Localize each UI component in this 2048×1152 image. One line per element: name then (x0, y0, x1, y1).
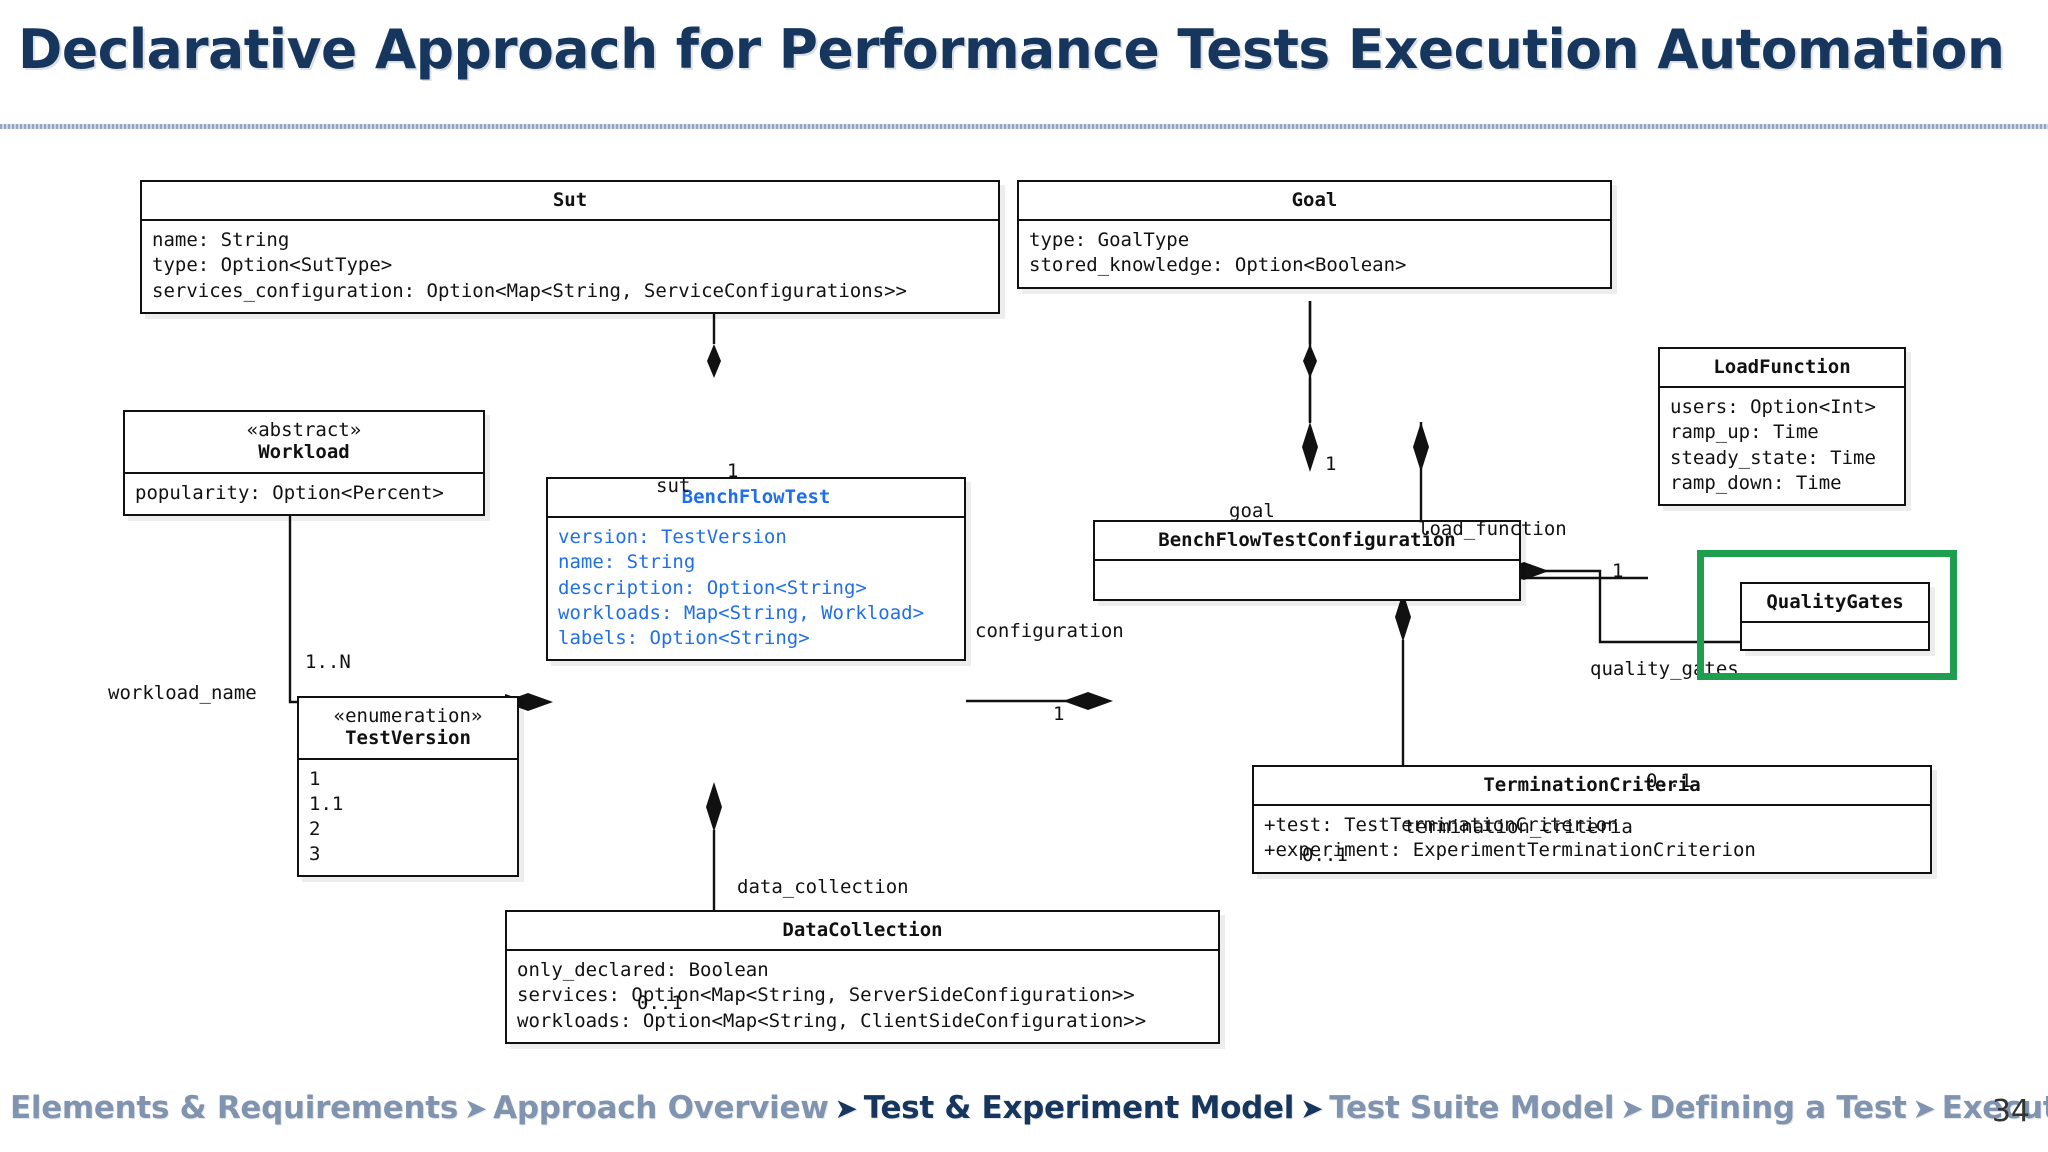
breadcrumb-separator: ➤ (1300, 1092, 1324, 1125)
class-attributes-terminationcriteria: +test: TestTerminationCriterion +experim… (1264, 814, 1756, 862)
edge-mult-quality-gates: 0..1 (1646, 770, 1692, 792)
class-box-terminationcriteria[interactable]: TerminationCriteria +test: TestTerminati… (1252, 765, 1932, 874)
title-divider (0, 124, 2048, 129)
class-attributes-sut: name: String type: Option<SutType> servi… (152, 229, 907, 302)
uml-class-diagram: BenchFlowTest (vertical, diamond at Benc… (0, 130, 2048, 1080)
class-title-workload: Workload (258, 441, 350, 464)
class-box-sut[interactable]: Sut name: String type: Option<SutType> s… (140, 180, 1000, 314)
class-name-qualitygates: QualityGates (1742, 584, 1928, 624)
edge-mult-configuration: 1 (1053, 703, 1065, 725)
breadcrumb-item[interactable]: Defining a Test (1649, 1090, 1907, 1126)
edge-mult-termination-criteria: 0..1 (1302, 844, 1348, 866)
class-attributes-loadfunction: users: Option<Int> ramp_up: Time steady_… (1670, 396, 1876, 494)
class-name-sut: Sut (142, 182, 998, 222)
page-title: Declarative Approach for Performance Tes… (18, 18, 2005, 81)
stereotype-enumeration: «enumeration» (333, 705, 483, 727)
class-name-datacollection: DataCollection (507, 912, 1218, 952)
footer: Elements & Requirements➤Approach Overvie… (0, 1090, 2048, 1152)
breadcrumb-separator: ➤ (1912, 1092, 1936, 1125)
class-title-test-version: TestVersion (345, 727, 471, 750)
stereotype-abstract: «abstract» (246, 419, 362, 441)
breadcrumb: Elements & Requirements➤Approach Overvie… (10, 1090, 2048, 1126)
edge-mult-data-collection: 0..1 (637, 992, 683, 1014)
class-name-benchflowtestconfiguration: BenchFlowTestConfiguration (1095, 522, 1519, 562)
edge-label-termination-criteria: termination_criteria (1404, 816, 1633, 838)
breadcrumb-separator: ➤ (834, 1092, 858, 1125)
class-attributes-benchflowtest: version: TestVersion name: String descri… (558, 526, 925, 649)
class-name-loadfunction: LoadFunction (1660, 349, 1904, 389)
breadcrumb-item[interactable]: Test Suite Model (1329, 1090, 1615, 1126)
class-name-benchflowtest: BenchFlowTest (548, 479, 964, 519)
edge-label-workload-name: workload_name (108, 682, 257, 704)
class-attributes-goal: type: GoalType stored_knowledge: Option<… (1029, 229, 1407, 277)
edge-mult-load-function: 1 (1612, 560, 1624, 582)
class-attributes-benchflowtestconfiguration (1095, 561, 1519, 599)
class-name-test-version: «enumeration»TestVersion (299, 698, 517, 760)
quality-gates-highlight (1697, 550, 1957, 680)
edge-mult-sut: 1 (727, 460, 739, 482)
breadcrumb-item[interactable]: Executing a Test (1941, 1090, 2048, 1126)
class-attributes-test-version: 1 1.1 2 3 (309, 767, 344, 866)
edge-label-configuration: configuration (975, 620, 1124, 642)
class-box-workload[interactable]: «abstract»Workload popularity: Option<Pe… (123, 410, 485, 516)
edge-mult-goal: 1 (1325, 453, 1337, 475)
class-name-goal: Goal (1019, 182, 1610, 222)
edge-quality-gates-hidden (1522, 602, 1596, 701)
class-box-datacollection[interactable]: DataCollection only_declared: Boolean se… (505, 910, 1220, 1044)
edge-label-data-collection: data_collection (737, 876, 909, 898)
page-number: 34 (1991, 1094, 2030, 1129)
class-box-test-version[interactable]: «enumeration»TestVersion 1 1.1 2 3 (297, 696, 519, 878)
class-box-loadfunction[interactable]: LoadFunction users: Option<Int> ramp_up:… (1658, 347, 1906, 506)
breadcrumb-item[interactable]: Approach Overview (493, 1090, 829, 1126)
title-bar: Declarative Approach for Performance Tes… (0, 0, 2048, 118)
edge-label-goal: goal (1229, 500, 1275, 522)
edge-label-sut: sut (656, 475, 691, 497)
class-box-qualitygates[interactable]: QualityGates (1740, 582, 1930, 652)
edge-mult-workload-name: 1..N (305, 651, 351, 673)
breadcrumb-item[interactable]: Elements & Requirements (10, 1090, 458, 1126)
class-box-goal[interactable]: Goal type: GoalType stored_knowledge: Op… (1017, 180, 1612, 289)
class-box-benchflowtest[interactable]: BenchFlowTest version: TestVersion name:… (546, 477, 966, 661)
breadcrumb-separator: ➤ (1620, 1092, 1644, 1125)
breadcrumb-separator: ➤ (463, 1092, 488, 1125)
breadcrumb-item[interactable]: Test & Experiment Model (863, 1090, 1295, 1126)
class-attributes-workload: popularity: Option<Percent> (135, 481, 444, 504)
edge-label-load-function: load_function (1418, 518, 1567, 540)
class-attributes-datacollection: only_declared: Boolean services: Option<… (517, 959, 1147, 1032)
class-name-terminationcriteria: TerminationCriteria (1254, 767, 1930, 807)
class-name-workload: «abstract»Workload (125, 412, 483, 474)
